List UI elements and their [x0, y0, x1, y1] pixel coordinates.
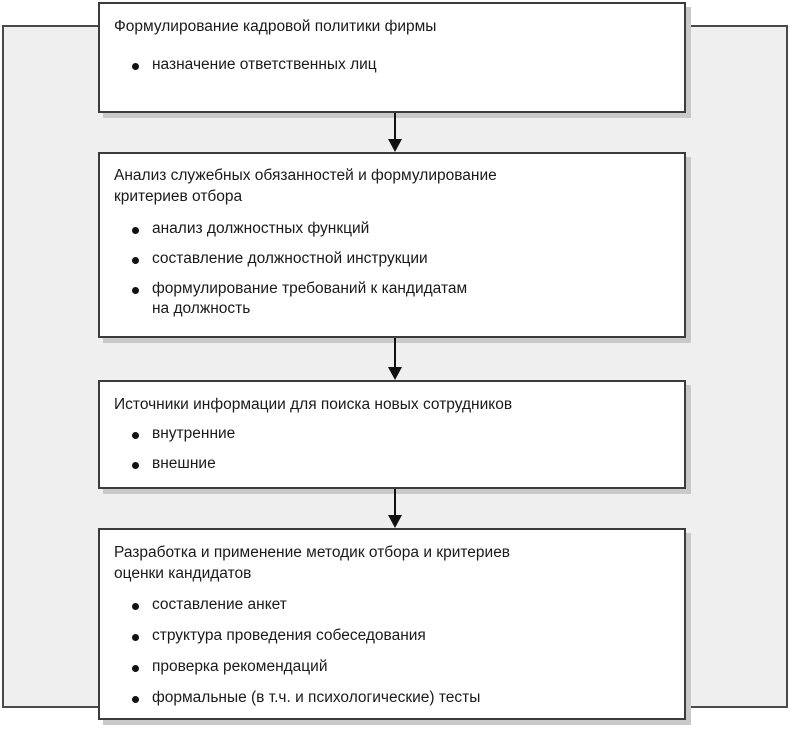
flow-node-1-title: Формулирование кадровой политики фирмы — [114, 18, 437, 35]
list-item: анализ должностных функций — [114, 219, 670, 239]
list-item: внутренние — [114, 424, 670, 444]
flow-node-4-content: Разработка и применение методик отбора и… — [100, 530, 684, 720]
arrow-head — [388, 139, 402, 152]
list-item: составление анкет — [114, 595, 670, 615]
list-item: формулирование требований к кандидатам н… — [114, 279, 670, 319]
flow-node-3: Источники информации для поиска новых со… — [98, 380, 686, 489]
flow-node-2-content: Анализ служебных обязанностей и формулир… — [100, 154, 684, 331]
flow-node-4-title: Разработка и применение методик отбора и… — [114, 544, 511, 582]
arrow-head — [388, 367, 402, 380]
arrow-shaft — [394, 338, 396, 368]
down-arrow-icon-2 — [387, 338, 403, 380]
flow-node-2-bullet-list: анализ должностных функций составление д… — [114, 219, 670, 319]
arrow-shaft — [394, 489, 396, 516]
flow-node-1-bullet-list: назначение ответственных лиц — [114, 55, 670, 75]
list-item: структура проведения собеседования — [114, 626, 670, 646]
flow-node-2-title: Анализ служебных обязанностей и формулир… — [114, 167, 497, 205]
flow-node-1-content: Формулирование кадровой политики фирмы н… — [100, 4, 684, 87]
flow-node-4-bullet-list: составление анкет структура проведения с… — [114, 595, 670, 708]
list-item: внешние — [114, 454, 670, 474]
flow-node-3-bullet-list: внутренние внешние — [114, 424, 670, 474]
list-item: назначение ответственных лиц — [114, 55, 670, 75]
flow-node-3-title: Источники информации для поиска новых со… — [114, 396, 513, 413]
arrow-shaft — [394, 113, 396, 140]
flow-node-1: Формулирование кадровой политики фирмы н… — [98, 2, 686, 113]
flow-node-2: Анализ служебных обязанностей и формулир… — [98, 152, 686, 338]
list-item: составление должностной инструкции — [114, 249, 670, 269]
arrow-head — [388, 515, 402, 528]
flow-node-3-content: Источники информации для поиска новых со… — [100, 382, 684, 486]
down-arrow-icon-3 — [387, 489, 403, 528]
flow-node-4: Разработка и применение методик отбора и… — [98, 528, 686, 720]
list-item: проверка рекомендаций — [114, 657, 670, 677]
down-arrow-icon-1 — [387, 113, 403, 152]
list-item: формальные (в т.ч. и психологические) те… — [114, 688, 670, 708]
